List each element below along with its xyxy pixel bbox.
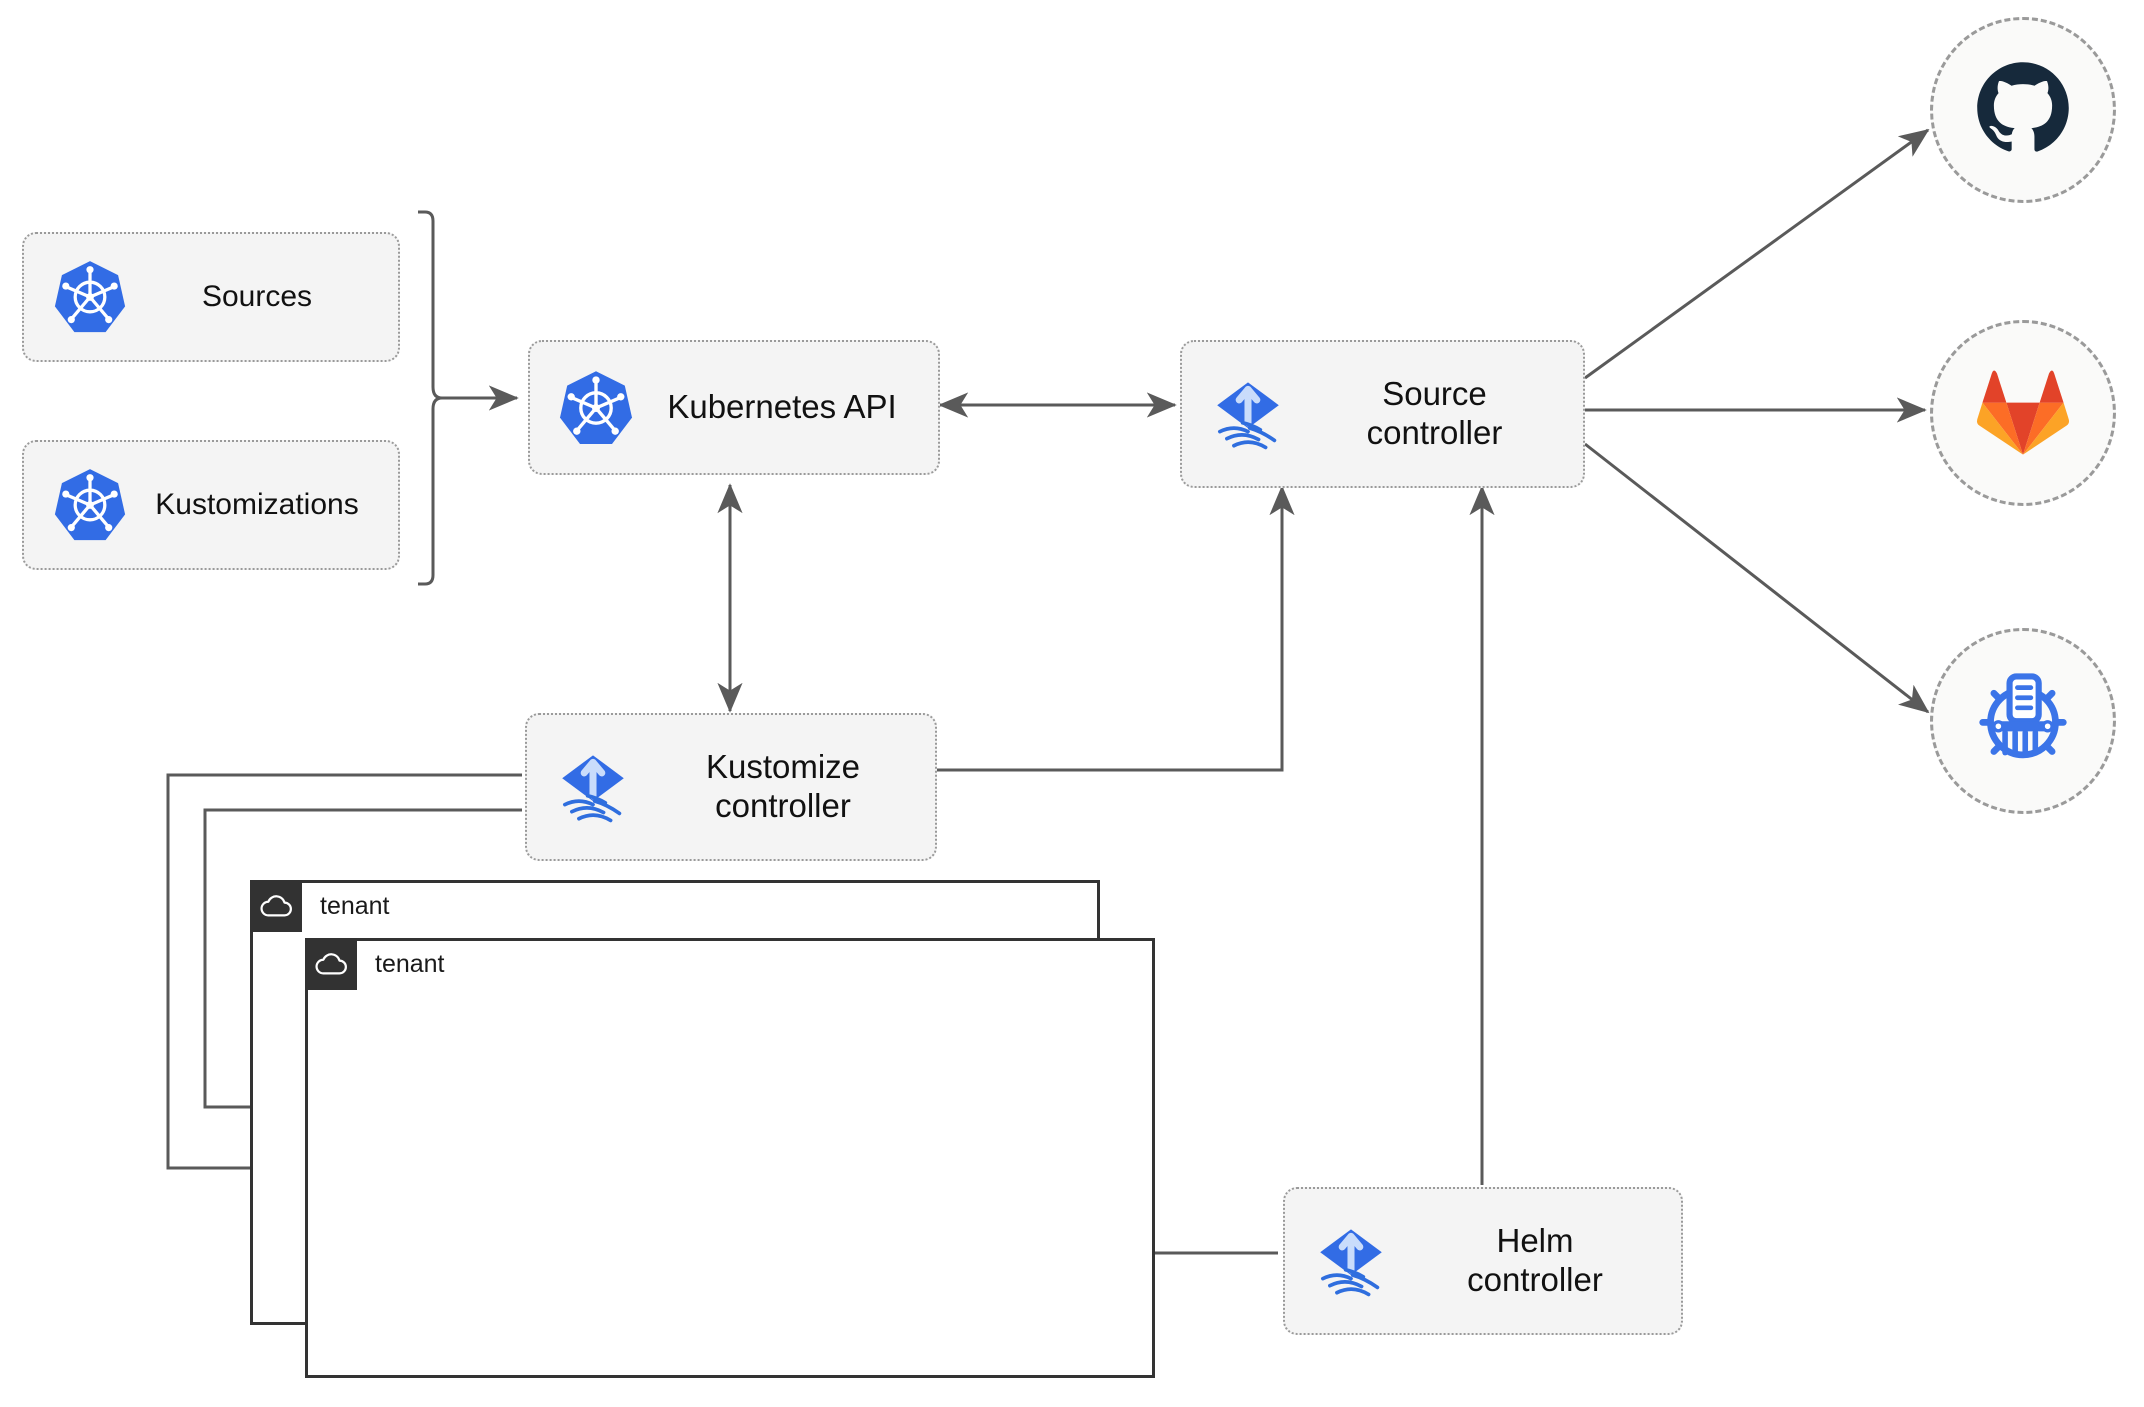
node-provider-gitlab[interactable]	[1930, 320, 2116, 506]
tenant-header: tenant	[305, 938, 445, 990]
kubernetes-icon	[44, 258, 136, 336]
node-source-controller[interactable]: Source controller	[1180, 340, 1585, 488]
kubernetes-icon	[44, 466, 136, 544]
node-sources[interactable]: Sources	[22, 232, 400, 362]
node-label: Helm controller	[1467, 1222, 1603, 1298]
flux-icon	[541, 743, 645, 831]
node-kustomizations[interactable]: Kustomizations	[22, 440, 400, 570]
node-label: Kustomizations	[155, 488, 359, 522]
tenant-label: tenant	[320, 891, 390, 920]
gitlab-icon	[1971, 359, 2075, 468]
edge-kustomize-source	[937, 485, 1295, 772]
github-icon	[1971, 56, 2075, 165]
node-provider-helm-repository[interactable]	[1930, 628, 2116, 814]
flux-icon	[1196, 370, 1300, 458]
node-label: Kubernetes API	[667, 388, 897, 426]
cloud-icon	[305, 938, 357, 990]
edge-source-github	[1584, 128, 1930, 380]
node-helm-controller[interactable]: Helm controller	[1283, 1187, 1683, 1335]
node-label: Sources	[201, 280, 313, 314]
cloud-icon	[250, 880, 302, 932]
node-label: Kustomize controller	[705, 748, 861, 824]
node-label: Source controller	[1366, 375, 1503, 451]
kubernetes-icon	[548, 368, 644, 448]
node-provider-github[interactable]	[1930, 17, 2116, 203]
edge-source-helmrepo	[1584, 442, 1930, 714]
helm-repository-icon	[1967, 663, 2079, 780]
crd-brace	[418, 210, 443, 586]
node-kustomize-controller[interactable]: Kustomize controller	[525, 713, 937, 861]
tenant-label: tenant	[375, 949, 445, 978]
flux-icon	[1299, 1217, 1403, 1305]
tenant-container-front[interactable]: tenant	[305, 938, 1155, 1378]
node-kubernetes-api[interactable]: Kubernetes API	[528, 340, 940, 475]
tenant-header: tenant	[250, 880, 390, 932]
